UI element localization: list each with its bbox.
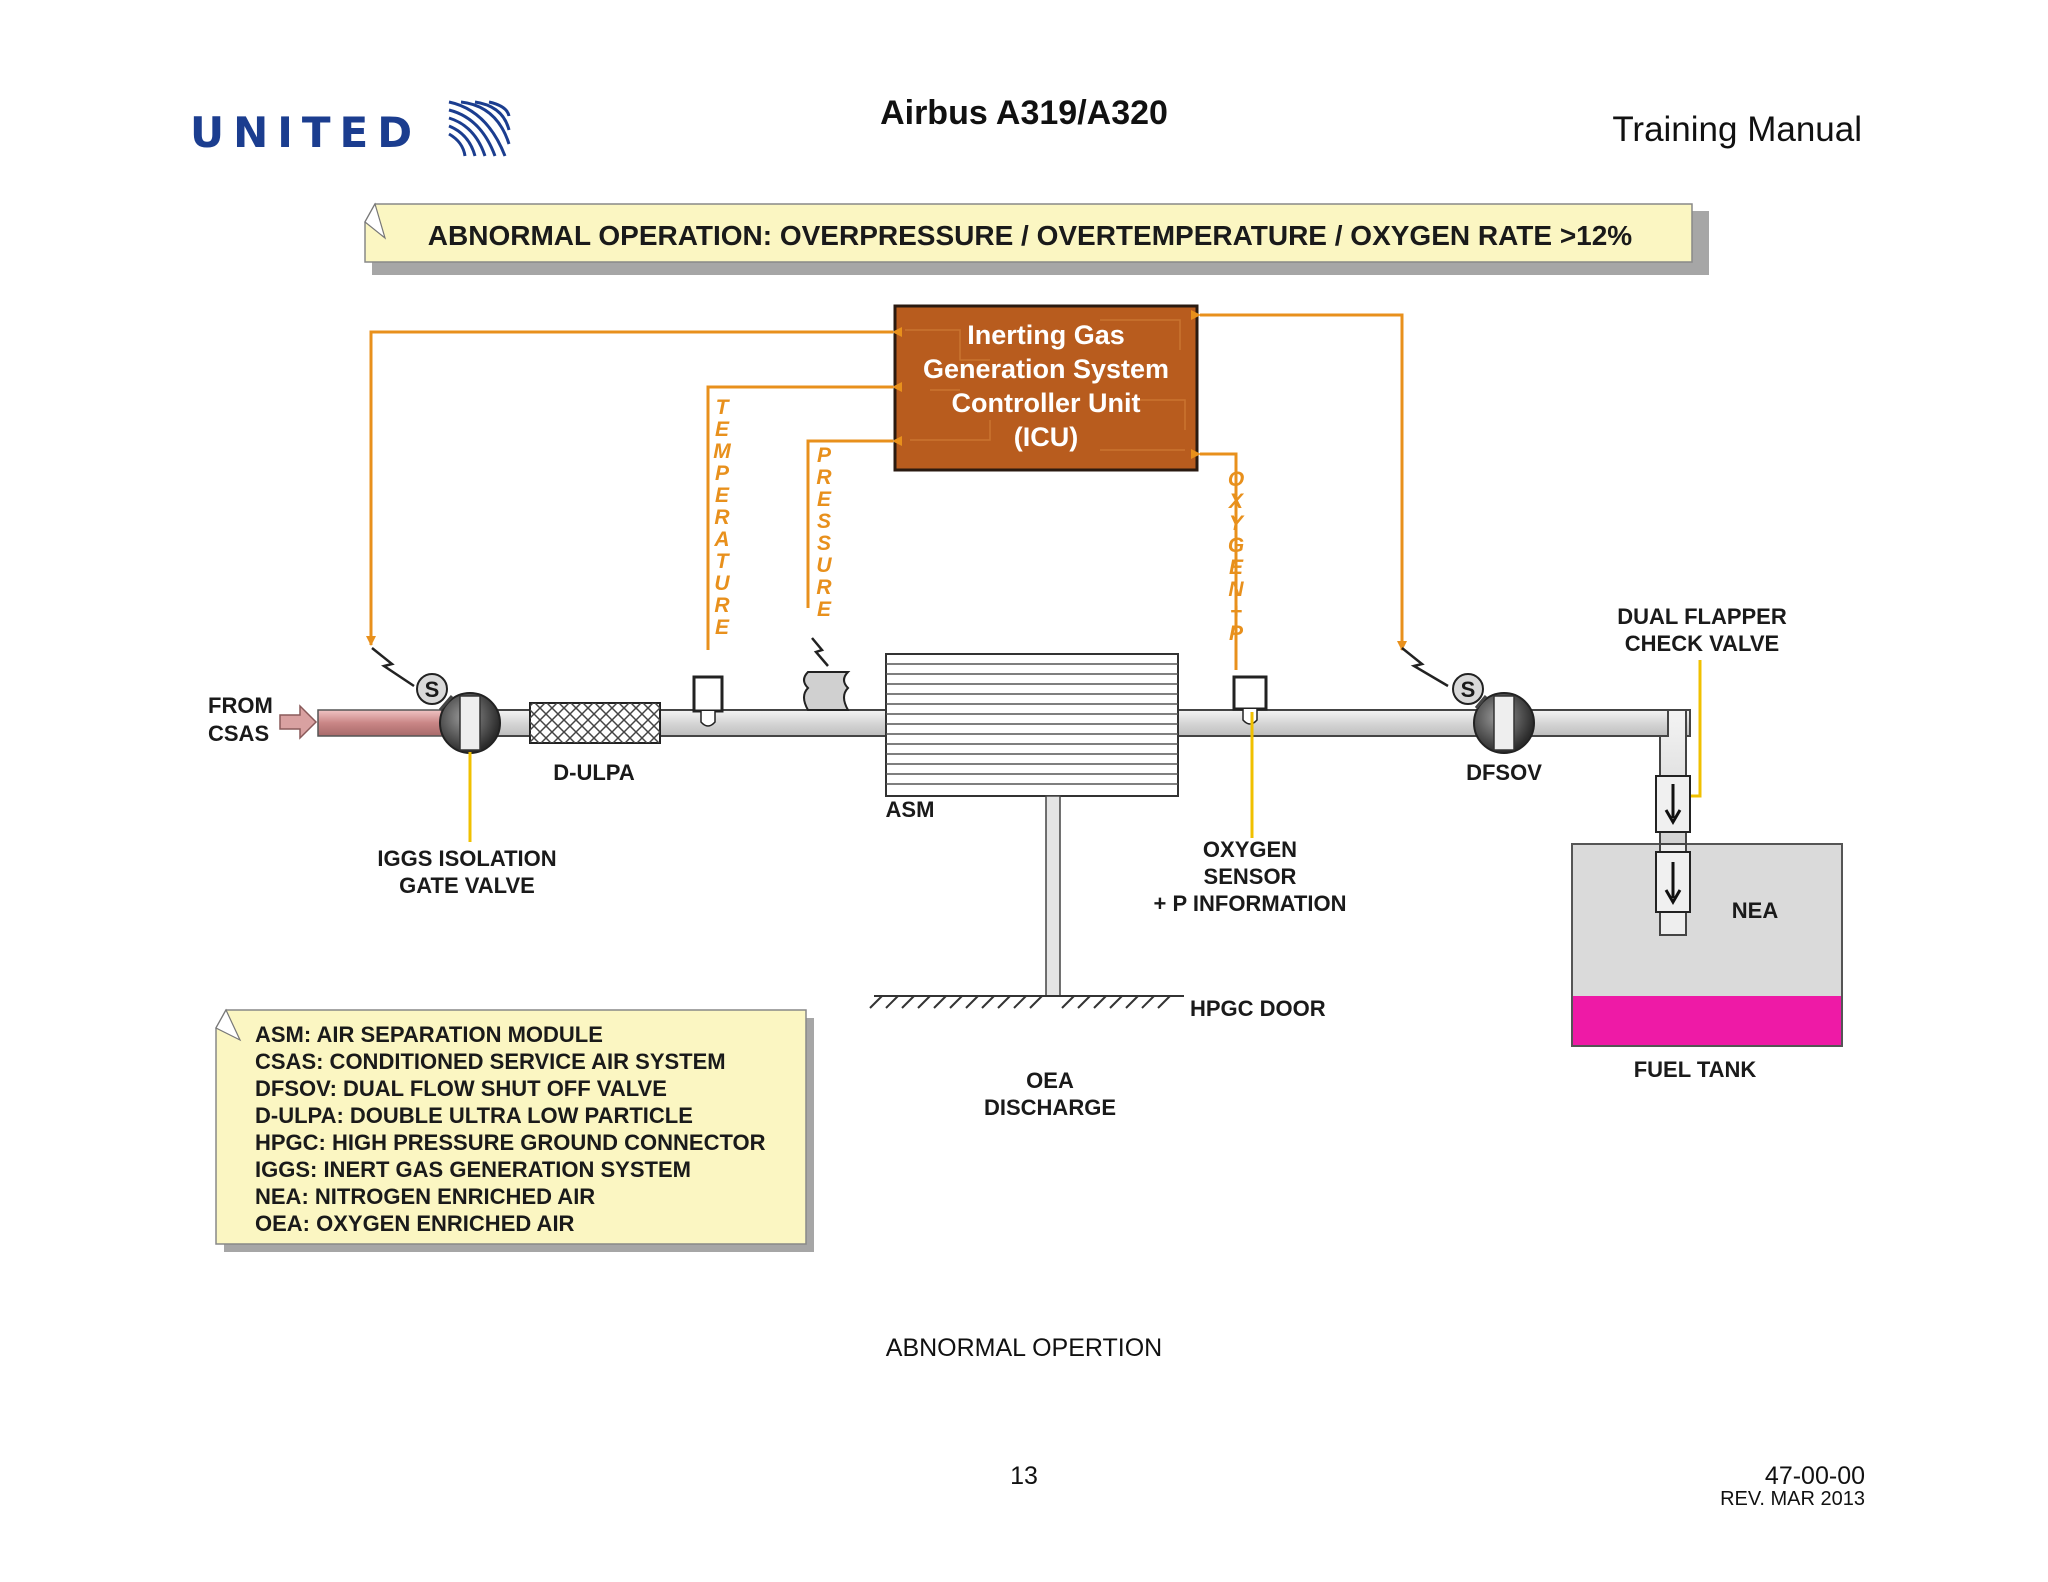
signal-line-iggs-valve bbox=[366, 327, 902, 646]
svg-text:X: X bbox=[1228, 490, 1245, 513]
document-type: Training Manual bbox=[1612, 110, 1862, 149]
legend-item: IGGS: INERT GAS GENERATION SYSTEM bbox=[255, 1157, 691, 1182]
united-logo-text: UNITED bbox=[190, 108, 422, 157]
svg-text:E: E bbox=[817, 488, 832, 511]
svg-text:E: E bbox=[715, 616, 730, 639]
dfsov-valve bbox=[1473, 692, 1535, 754]
iggs-solenoid-letter: S bbox=[425, 677, 440, 702]
iggs-valve-label-2: GATE VALVE bbox=[399, 873, 535, 898]
svg-text:+: + bbox=[1230, 600, 1242, 623]
svg-text:U: U bbox=[816, 554, 832, 577]
oea-discharge-label-2: DISCHARGE bbox=[984, 1095, 1116, 1120]
legend-item: D-ULPA: DOUBLE ULTRA LOW PARTICLE bbox=[255, 1103, 693, 1128]
asm-module bbox=[885, 653, 1179, 797]
temperature-signal-label: T E M P E R A T U R E bbox=[713, 396, 731, 639]
signal-line-pressure bbox=[806, 436, 902, 608]
revision-date: REV. MAR 2013 bbox=[1720, 1488, 1865, 1510]
svg-text:R: R bbox=[816, 466, 832, 489]
oxygen-sensor-label-3: + P INFORMATION bbox=[1154, 891, 1347, 916]
signal-line-dfsov bbox=[1191, 310, 1407, 651]
nea-label: NEA bbox=[1732, 898, 1779, 923]
banner-callout: ABNORMAL OPERATION: OVERPRESSURE / OVERT… bbox=[364, 202, 1709, 275]
svg-text:U: U bbox=[714, 572, 730, 595]
legend-item: ASM: AIR SEPARATION MODULE bbox=[255, 1022, 603, 1047]
svg-text:E: E bbox=[715, 484, 730, 507]
svg-text:T: T bbox=[716, 396, 731, 419]
fuel-tank-label: FUEL TANK bbox=[1634, 1057, 1757, 1082]
united-globe-icon bbox=[447, 100, 511, 158]
legend-item: HPGC: HIGH PRESSURE GROUND CONNECTOR bbox=[255, 1130, 766, 1155]
asm-label: ASM bbox=[886, 797, 935, 822]
iggs-solenoid: S bbox=[371, 647, 454, 711]
legend-item: CSAS: CONDITIONED SERVICE AIR SYSTEM bbox=[255, 1049, 726, 1074]
iggs-valve-label-1: IGGS ISOLATION bbox=[377, 846, 556, 871]
from-csas-label-2: CSAS bbox=[208, 721, 269, 746]
icu-line2: Generation System bbox=[923, 354, 1169, 384]
figure-caption: ABNORMAL OPERTION bbox=[885, 1334, 1163, 1362]
from-csas-label-1: FROM bbox=[208, 693, 273, 718]
from-csas-arrow-icon bbox=[279, 704, 318, 740]
oxygen-sensor-label-2: SENSOR bbox=[1204, 864, 1297, 889]
d-ulpa-filter bbox=[529, 702, 661, 744]
iggs-isolation-valve bbox=[439, 692, 501, 754]
pressure-lightning-icon bbox=[811, 637, 829, 667]
svg-text:S: S bbox=[817, 532, 831, 555]
oea-discharge-label-1: OEA bbox=[1026, 1068, 1074, 1093]
legend-item: NEA: NITROGEN ENRICHED AIR bbox=[255, 1184, 595, 1209]
svg-text:R: R bbox=[714, 594, 730, 617]
svg-text:E: E bbox=[1229, 556, 1244, 579]
pressure-sensor bbox=[803, 637, 851, 711]
icu-line1: Inerting Gas bbox=[967, 320, 1125, 350]
legend-callout: ASM: AIR SEPARATION MODULE CSAS: CONDITI… bbox=[215, 1008, 814, 1252]
check-valve-flapper-1 bbox=[1655, 775, 1691, 833]
svg-text:E: E bbox=[817, 598, 832, 621]
dfsov-lightning-icon bbox=[1401, 647, 1449, 688]
svg-text:T: T bbox=[716, 550, 731, 573]
svg-text:R: R bbox=[816, 576, 832, 599]
icu-box: Inerting Gas Generation System Controlle… bbox=[893, 304, 1199, 472]
dfsov-label: DFSOV bbox=[1466, 760, 1542, 785]
page-number: 13 bbox=[1010, 1462, 1038, 1490]
svg-text:P: P bbox=[1229, 622, 1244, 645]
oxygen-sensor bbox=[1232, 675, 1268, 725]
chapter-number: 47-00-00 bbox=[1764, 1462, 1865, 1490]
legend-item: OEA: OXYGEN ENRICHED AIR bbox=[255, 1211, 575, 1236]
legend-item: DFSOV: DUAL FLOW SHUT OFF VALVE bbox=[255, 1076, 667, 1101]
svg-text:O: O bbox=[1228, 468, 1244, 491]
check-valve-flapper-2 bbox=[1655, 851, 1691, 913]
d-ulpa-label: D-ULPA bbox=[553, 760, 635, 785]
dfsov-solenoid: S bbox=[1401, 647, 1488, 709]
pressure-signal-label: P R E S S U R E bbox=[816, 444, 832, 621]
hpgc-door-label: HPGC DOOR bbox=[1190, 996, 1326, 1021]
svg-text:S: S bbox=[817, 510, 831, 533]
signal-lines bbox=[366, 310, 1407, 670]
banner-title: ABNORMAL OPERATION: OVERPRESSURE / OVERT… bbox=[428, 220, 1633, 251]
iggs-lightning-icon bbox=[371, 647, 415, 688]
svg-text:G: G bbox=[1228, 534, 1244, 557]
svg-text:Y: Y bbox=[1229, 512, 1245, 535]
fuel-level bbox=[1573, 996, 1841, 1045]
document-title: Airbus A319/A320 bbox=[880, 94, 1168, 132]
oxygen-signal-label: O X Y G E N + P bbox=[1228, 468, 1245, 645]
dfsov-solenoid-letter: S bbox=[1461, 677, 1476, 702]
svg-text:R: R bbox=[714, 506, 730, 529]
check-valve-label-2: CHECK VALVE bbox=[1625, 631, 1779, 656]
hpgc-door bbox=[869, 995, 1184, 1009]
inlet-pipe bbox=[317, 709, 449, 737]
temperature-sensor bbox=[692, 675, 724, 727]
fuel-tank bbox=[1571, 843, 1843, 1047]
icu-line4: (ICU) bbox=[1014, 422, 1078, 452]
svg-text:N: N bbox=[1228, 578, 1244, 601]
icu-line3: Controller Unit bbox=[952, 388, 1141, 418]
check-valve-label-1: DUAL FLAPPER bbox=[1617, 604, 1787, 629]
signal-line-temperature bbox=[706, 382, 902, 650]
oxygen-sensor-label-1: OXYGEN bbox=[1203, 837, 1297, 862]
oea-discharge-pipe bbox=[1045, 795, 1061, 997]
svg-text:M: M bbox=[713, 440, 731, 463]
svg-text:P: P bbox=[715, 462, 730, 485]
svg-text:E: E bbox=[715, 418, 730, 441]
svg-text:P: P bbox=[817, 444, 832, 467]
svg-text:A: A bbox=[713, 528, 729, 551]
